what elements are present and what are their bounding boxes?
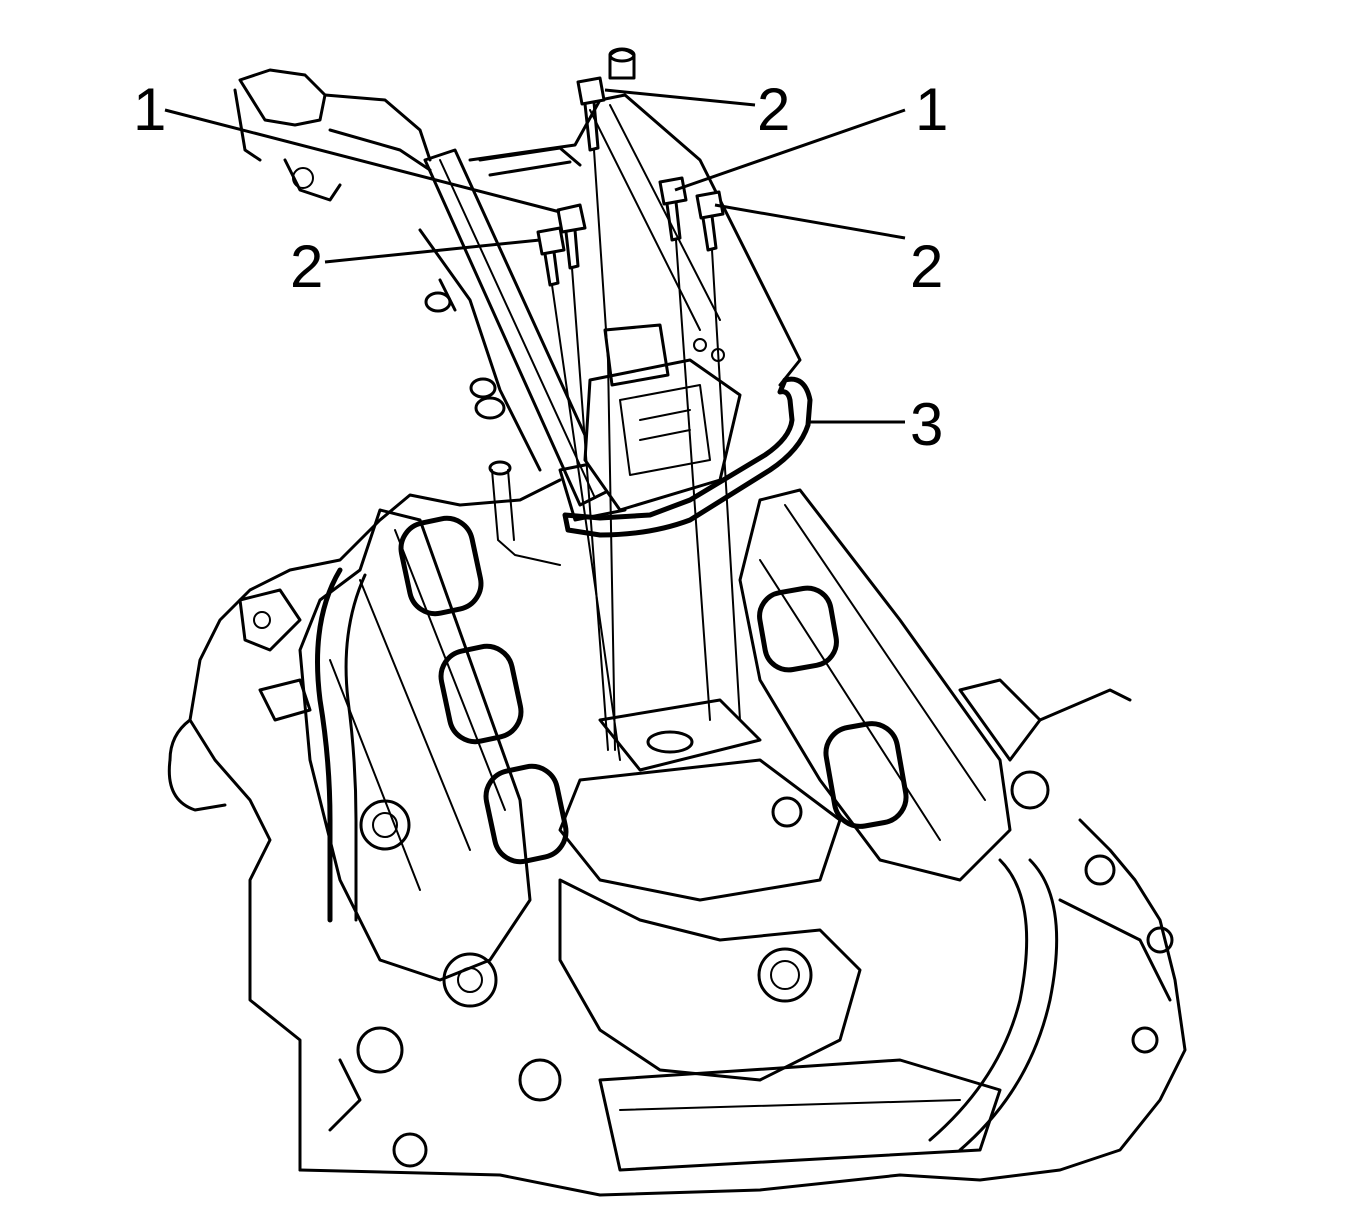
callout-1-left: 1: [133, 76, 166, 143]
callout-leaders: [164, 88, 906, 424]
left-intake-ports: [398, 515, 569, 865]
leader-2-top: [604, 88, 756, 107]
bolt-1-right: [658, 176, 711, 721]
leader-2-right: [714, 203, 906, 240]
callout-labels: 1 2 2 1 2 3: [133, 76, 948, 458]
callout-3: 3: [910, 391, 943, 458]
bolt-2-top: [576, 76, 616, 751]
bolt-1-left: [556, 203, 609, 751]
callout-2-right: 2: [910, 233, 943, 300]
bolt-2-right: [695, 190, 741, 721]
leader-1-right: [674, 108, 906, 192]
bolts: [536, 76, 741, 761]
leader-2-left: [324, 238, 541, 264]
callout-2-top: 2: [757, 76, 790, 143]
callout-1-right: 1: [915, 76, 948, 143]
engine-block: [167, 478, 1187, 1197]
right-intake-ports: [757, 585, 909, 829]
leader-1-left: [164, 108, 561, 214]
fuel-rail-assembly: [233, 47, 813, 566]
bolt-2-left: [536, 226, 621, 761]
callout-2-left: 2: [290, 233, 323, 300]
